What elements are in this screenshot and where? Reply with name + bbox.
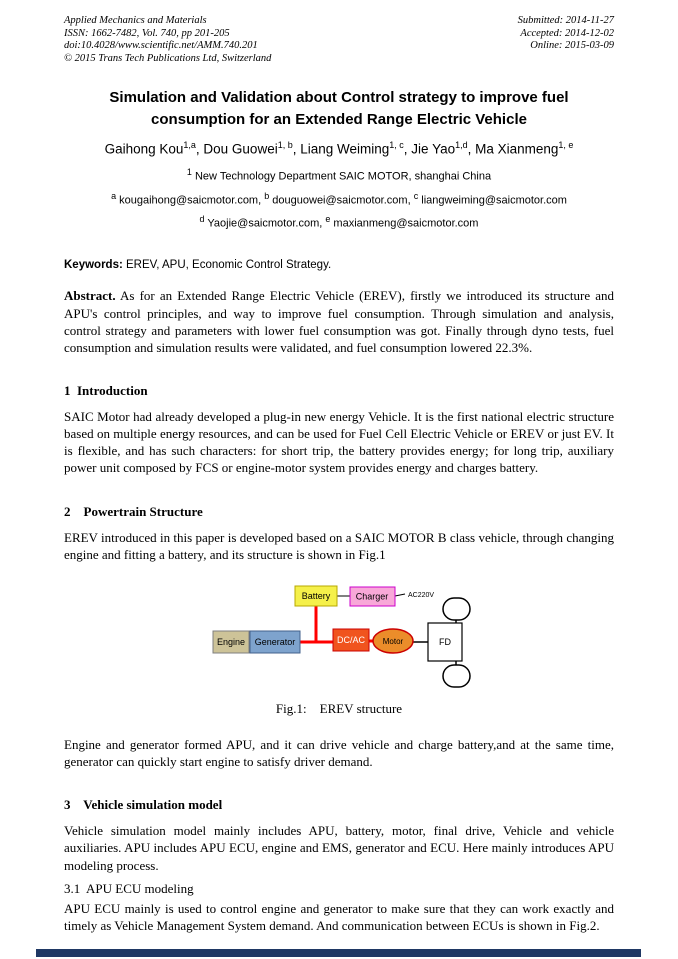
figure-1-caption: Fig.1: EREV structure <box>275 700 403 716</box>
wheel-bottom <box>442 664 471 688</box>
generator-label: Generator <box>255 637 296 647</box>
author-name: , Dou Guowei <box>195 141 278 157</box>
email-line-2: d Yaojie@saicmotor.com, e maxianmeng@sai… <box>64 214 614 230</box>
author-affil-mark: 1, c <box>389 139 404 150</box>
motor-label: Motor <box>383 637 404 646</box>
fd-block <box>427 622 463 662</box>
email-mark: b <box>264 191 270 202</box>
section-3-paragraph-1: Vehicle simulation model mainly includes… <box>64 823 614 873</box>
keywords-line: Keywords: EREV, APU, Economic Control St… <box>64 259 614 271</box>
journal-issn-line: ISSN: 1662-7482, Vol. 740, pp 201-205 <box>64 27 230 39</box>
section-3-heading: 3 Vehicle simulation model <box>64 797 223 813</box>
keywords-text: EREV, APU, Economic Control Strategy. <box>122 259 332 272</box>
ac220v-label: AC220V <box>408 592 434 599</box>
paper-title-line2: consumption for an Extended Range Electr… <box>151 111 527 129</box>
fd-label: FD <box>439 637 451 647</box>
generator-block <box>249 630 301 654</box>
journal-title: Applied Mechanics and Materials <box>64 15 207 26</box>
section-2-heading: 2 Powertrain Structure <box>64 503 203 519</box>
footer-bar <box>36 949 641 957</box>
email-mark: a <box>111 191 117 202</box>
journal-copyright-line: © 2015 Trans Tech Publications Ltd, Swit… <box>64 52 272 64</box>
journal-doi-line: doi:10.4028/www.scientific.net/AMM.740.2… <box>64 40 258 52</box>
paper-title-line1: Simulation and Validation about Control … <box>109 89 569 107</box>
page-content: Applied Mechanics and Materials ISSN: 16… <box>64 15 614 933</box>
submission-dates: Submitted: 2014-11-27 Accepted: 2014-12-… <box>518 15 614 65</box>
masthead: Applied Mechanics and Materials ISSN: 16… <box>64 15 614 65</box>
email-address: kougaihong@saicmotor.com, <box>116 194 265 207</box>
section-2-paragraph-1: EREV introduced in this paper is develop… <box>64 529 614 562</box>
motor-block <box>372 628 414 654</box>
author-name: , Liang Weiming <box>292 141 390 157</box>
email-address: douguowei@saicmotor.com, <box>269 194 414 207</box>
email-address: liangweiming@saicmotor.com <box>418 194 567 207</box>
date-submitted: Submitted: 2014-11-27 <box>517 15 614 26</box>
author-affil-mark: 1,d <box>455 139 468 150</box>
section-1-paragraph: SAIC Motor had already developed a plug-… <box>64 408 614 476</box>
paper-title: Simulation and Validation about Control … <box>64 87 614 131</box>
date-online: Online: 2015-03-09 <box>530 40 614 52</box>
section-2-paragraph-2: Engine and generator formed APU, and it … <box>64 736 614 770</box>
author-name: Gaihong Kou <box>104 141 184 157</box>
author-name: , Jie Yao <box>403 141 456 157</box>
charger-ac-link <box>394 593 406 597</box>
email-mark: e <box>325 213 331 224</box>
abstract-text: As for an Extended Range Electric Vehicl… <box>64 288 614 355</box>
journal-info: Applied Mechanics and Materials ISSN: 16… <box>64 15 271 65</box>
charger-block <box>349 586 396 607</box>
abstract-label: Abstract. <box>64 288 116 304</box>
keywords-label: Keywords: <box>64 259 123 272</box>
wheel-top <box>442 597 471 621</box>
engine-block <box>212 630 250 654</box>
dcac-block <box>332 628 370 652</box>
author-affil-mark: 1, e <box>558 139 574 150</box>
battery-label: Battery <box>302 591 331 601</box>
section-1-heading: 1 Introduction <box>64 382 148 398</box>
author-affil-mark: 1, b <box>277 139 293 150</box>
charger-label: Charger <box>356 591 389 601</box>
email-line-1: a kougaihong@saicmotor.com, b douguowei@… <box>64 191 614 207</box>
author-name: , Ma Xianmeng <box>467 141 559 157</box>
author-affil-mark: 1,a <box>183 139 196 150</box>
email-address: Yaojie@saicmotor.com, <box>204 217 326 230</box>
authors-line: Gaihong Kou1,a, Dou Guowei1, b, Liang We… <box>64 140 614 157</box>
figure-1: Battery Charger AC220V Engine Generator … <box>64 581 614 717</box>
section-3-1-paragraph: APU ECU mainly is used to control engine… <box>64 900 614 933</box>
email-mark: d <box>199 213 205 224</box>
abstract: Abstract. As for an Extended Range Elect… <box>64 287 614 356</box>
email-address: maxianmeng@saicmotor.com <box>330 217 479 230</box>
affiliation-line: 1 New Technology Department SAIC MOTOR, … <box>64 167 614 183</box>
engine-label: Engine <box>217 637 245 647</box>
date-accepted: Accepted: 2014-12-02 <box>520 27 614 39</box>
dcac-label: DC/AC <box>337 635 366 645</box>
email-mark: c <box>413 191 419 202</box>
affiliation-mark: 1 <box>186 167 192 178</box>
section-3-1-heading: 3.1 APU ECU modeling <box>64 880 194 896</box>
affiliation-text: New Technology Department SAIC MOTOR, sh… <box>191 171 492 184</box>
battery-block <box>294 585 338 607</box>
erev-structure-diagram: Battery Charger AC220V Engine Generator … <box>212 585 471 688</box>
